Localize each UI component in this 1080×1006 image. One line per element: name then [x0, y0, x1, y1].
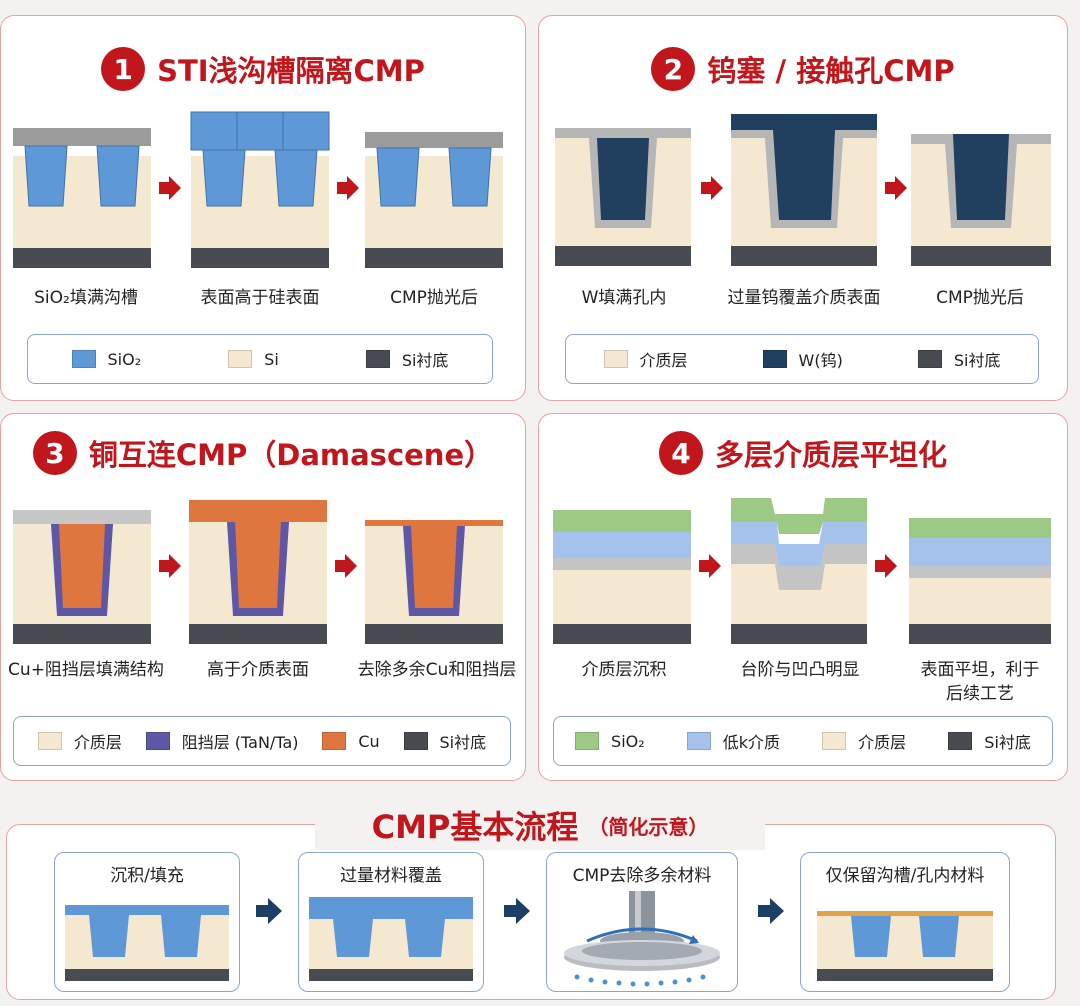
arrow-right-icon: [875, 554, 897, 578]
tungsten-stage-filled: [555, 128, 691, 266]
step-number-badge: 1: [101, 47, 146, 91]
panel-heading: 铜互连CMP（Damascene）: [88, 438, 494, 472]
step-number-badge: 2: [651, 47, 696, 91]
legend-item: Si衬底: [948, 729, 1031, 753]
stage-caption: 介质层沉积: [581, 660, 667, 680]
arrow-right-icon: [337, 176, 359, 200]
legend-item: Si衬底: [403, 729, 486, 753]
arrow-right-icon: [159, 554, 181, 578]
flow-step-label: 过量材料覆盖: [340, 866, 442, 886]
arrow-right-icon: [699, 554, 721, 578]
tungsten-stage-polished: [911, 134, 1051, 266]
step-number-badge: 4: [658, 431, 703, 475]
tungsten-stage-overfill: [731, 114, 877, 266]
stage-caption: 过量钨覆盖介质表面: [727, 288, 881, 308]
legend-item: Cu: [322, 732, 380, 751]
flow-step-cmp-removal: CMP去除多余材料: [546, 852, 738, 992]
stage-caption: Cu+阻挡层填满结构: [8, 660, 164, 680]
planar-stage-flat: [909, 518, 1051, 644]
legend-item: SiO₂: [71, 350, 141, 369]
arrow-right-icon: [159, 176, 181, 200]
arrow-right-icon: [758, 898, 784, 924]
legend-item: 介质层: [822, 729, 906, 753]
tungsten-process-diagram: [555, 114, 1051, 266]
stage-caption: 去除多余Cu和阻挡层: [357, 660, 517, 680]
polisher-icon: [564, 891, 720, 987]
flow-step-label: 沉积/填充: [110, 866, 184, 886]
panel-sti-cmp: 1 STI浅沟槽隔离CMP: [0, 15, 526, 401]
sti-stage-polished: [365, 132, 503, 268]
stage-caption: CMP抛光后: [936, 288, 1024, 308]
panel-heading: 多层介质层平坦化: [714, 438, 947, 472]
arrow-right-icon: [335, 554, 357, 578]
legend: SiO₂ Si Si衬底: [27, 334, 493, 384]
flow-step-final: 仅保留沟槽/孔内材料: [800, 852, 1010, 992]
legend-item: 低k介质: [686, 729, 780, 753]
legend: SiO₂ 低k介质 介质层 Si衬底: [553, 716, 1053, 766]
panel-heading: 钨塞 / 接触孔CMP: [707, 54, 955, 88]
legend: 介质层 W(钨) Si衬底: [565, 334, 1039, 384]
panel-title: 3 铜互连CMP（Damascene）: [1, 428, 525, 478]
panel-multilayer-planarization: 4 多层介质层平坦化 介质层沉积 台阶与凹: [538, 413, 1068, 781]
planar-stage-steps: [731, 498, 867, 644]
legend-item: 介质层: [603, 347, 688, 371]
flow-step-overburden: 过量材料覆盖: [298, 852, 484, 992]
stage-caption: W填满孔内: [581, 288, 667, 308]
arrow-right-icon: [885, 176, 907, 200]
planar-stage-deposition: [553, 510, 691, 644]
panel-tungsten-plug-cmp: 2 钨塞 / 接触孔CMP W填满孔内 过量钨覆盖介质表面 CMP: [538, 15, 1068, 401]
planarization-process-diagram: [553, 498, 1051, 644]
flow-heading: CMP基本流程: [371, 808, 579, 846]
flow-subheading: （简化示意）: [588, 814, 709, 839]
legend-item: 介质层: [37, 729, 122, 753]
flow-step-deposition: 沉积/填充: [54, 852, 240, 992]
arrow-right-icon: [701, 176, 723, 200]
stage-caption: 表面平坦，利于: [920, 660, 1040, 680]
copper-process-diagram: [13, 500, 503, 644]
panel-copper-damascene-cmp: 3 铜互连CMP（Damascene） Cu+: [0, 413, 526, 781]
panel-heading: STI浅沟槽隔离CMP: [157, 54, 425, 88]
legend-item: Si衬底: [917, 347, 1000, 371]
arrow-right-icon: [504, 898, 530, 924]
copper-stage-polished: [365, 520, 503, 644]
panel-title: 1 STI浅沟槽隔离CMP: [1, 44, 525, 94]
sti-process-diagram: [13, 111, 503, 268]
copper-stage-filled: [13, 510, 151, 644]
legend-item: Si衬底: [365, 347, 448, 371]
basic-flow-title: CMP基本流程 （简化示意）: [315, 800, 765, 850]
sti-stage-filled: [13, 128, 151, 268]
arrow-right-icon: [256, 898, 282, 924]
legend-item: Si: [228, 350, 279, 369]
stage-caption: 台阶与凹凸明显: [740, 660, 860, 680]
panel-title: 2 钨塞 / 接触孔CMP: [539, 44, 1067, 94]
legend-item: 阻挡层 (TaN/Ta): [145, 729, 299, 753]
legend-item: SiO₂: [575, 732, 645, 751]
step-number-badge: 3: [32, 431, 77, 475]
legend-item: W(钨): [762, 347, 843, 371]
stage-caption: 表面高于硅表面: [200, 288, 320, 308]
stage-caption: 后续工艺: [946, 684, 1014, 704]
legend: 介质层 阻挡层 (TaN/Ta) Cu Si衬底: [13, 716, 511, 766]
flow-step-label: CMP去除多余材料: [572, 866, 712, 886]
sti-stage-overfill: [190, 111, 330, 268]
copper-stage-overfill: [189, 500, 327, 644]
flow-step-label: 仅保留沟槽/孔内材料: [825, 866, 985, 886]
stage-caption: SiO₂填满沟槽: [34, 288, 138, 308]
stage-caption: CMP抛光后: [390, 288, 478, 308]
stage-caption: 高于介质表面: [207, 660, 309, 680]
panel-title: 4 多层介质层平坦化: [539, 428, 1067, 478]
